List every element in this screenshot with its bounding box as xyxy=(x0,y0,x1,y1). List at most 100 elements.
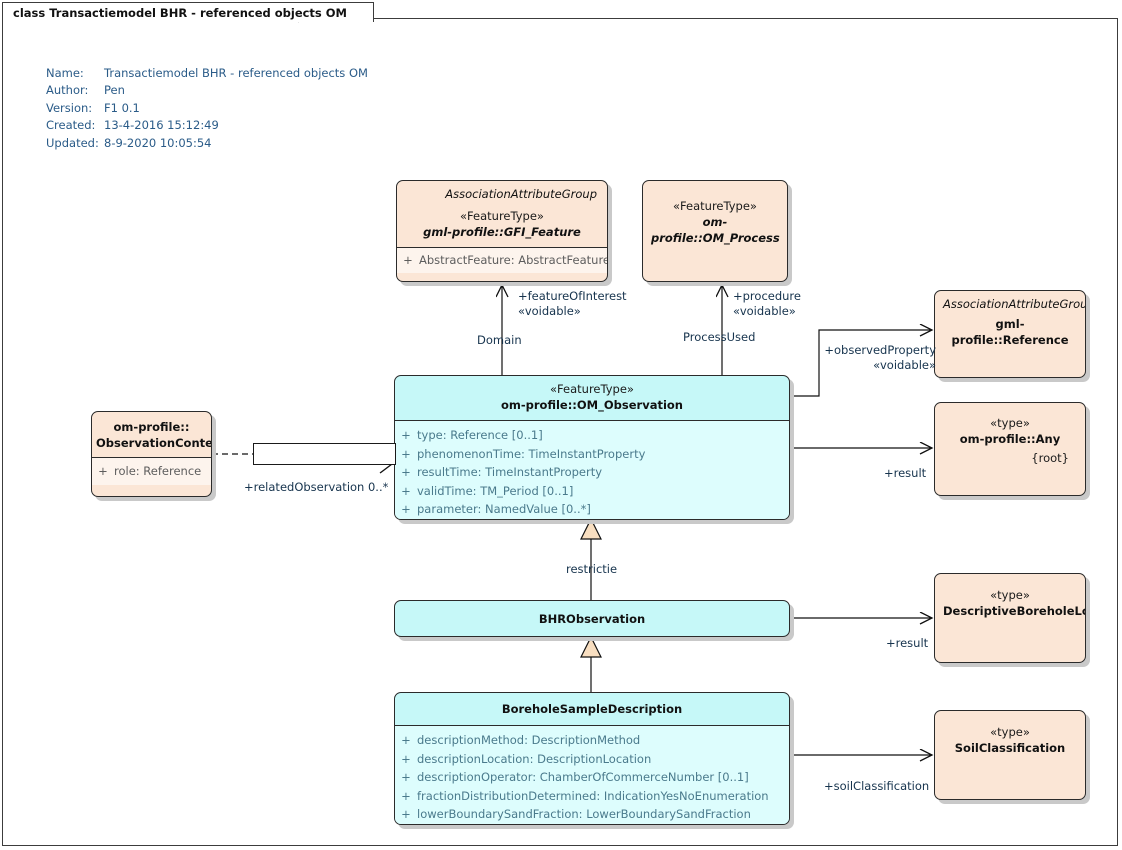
attribute-visibility: + xyxy=(401,751,411,766)
node-body: «FeatureType» om-profile::OM_Process xyxy=(642,180,788,282)
node-header: «type» om-profile::Any {root} xyxy=(935,403,1085,473)
metadata-row-name: Name: Transactiemodel BHR - referenced o… xyxy=(46,64,368,82)
edge-label-result-any: +result xyxy=(884,466,927,480)
metadata-key: Updated: xyxy=(46,135,99,150)
association-class-connector xyxy=(253,443,396,465)
node-header: AssociationAttributeGroup «FeatureType» … xyxy=(397,181,607,247)
metadata-value: 8-9-2020 10:05:54 xyxy=(104,135,212,150)
attribute-row: + AbstractFeature: AbstractFeature xyxy=(397,251,607,270)
edge-label-observed-property-role: +observedProperty xyxy=(824,343,936,357)
node-name: BoreholeSampleDescription xyxy=(501,702,683,716)
attribute-text: phenomenonTime: TimeInstantProperty xyxy=(417,446,646,461)
node-stereotype: «FeatureType» xyxy=(460,209,544,223)
node-header: «FeatureType» om-profile::OM_Observation xyxy=(395,376,789,420)
metadata-value: Pen xyxy=(104,83,125,98)
attribute-row: + lowerBoundarySandFraction: LowerBounda… xyxy=(395,805,789,824)
node-attributes: + descriptionMethod: DescriptionMethod +… xyxy=(395,725,789,824)
edge-restrictie-generalization xyxy=(580,517,602,600)
metadata-row-created: Created: 13-4-2016 15:12:49 xyxy=(46,117,368,135)
metadata-row-author: Author: Pen xyxy=(46,82,368,100)
node-name: om-profile::OM_Process xyxy=(651,215,780,245)
attribute-visibility: + xyxy=(401,502,411,516)
class-gml-profile-gfi-feature[interactable]: AssociationAttributeGroup «FeatureType» … xyxy=(396,180,612,286)
class-descriptive-borehole-log[interactable]: «type» DescriptiveBoreholeLog xyxy=(934,573,1090,667)
metadata-value: Transactiemodel BHR - referenced objects… xyxy=(104,65,368,80)
attribute-text: descriptionMethod: DescriptionMethod xyxy=(417,733,641,747)
node-name: om-profile::Any xyxy=(959,432,1061,446)
attribute-text: lowerBoundarySandFraction: LowerBoundary… xyxy=(417,807,751,821)
attribute-row: + descriptionLocation: DescriptionLocati… xyxy=(395,750,789,769)
metadata-key: Name: xyxy=(46,65,84,80)
metadata-key: Author: xyxy=(46,83,89,98)
node-header: «type» SoilClassification xyxy=(935,711,1085,763)
edge-label-feature-of-interest-role: +featureOfInterest xyxy=(518,289,627,303)
edge-observed-property xyxy=(790,330,932,397)
attribute-visibility: + xyxy=(401,770,411,784)
class-bhr-observation[interactable]: BHRObservation xyxy=(394,600,794,641)
attribute-row: + descriptionOperator: ChamberOfCommerce… xyxy=(395,768,789,787)
node-name: SoilClassification xyxy=(954,741,1066,755)
attribute-text: descriptionOperator: ChamberOfCommerceNu… xyxy=(417,770,749,784)
node-body: «type» SoilClassification xyxy=(934,710,1086,800)
diagram-tab[interactable]: class Transactiemodel BHR - referenced o… xyxy=(2,2,374,22)
attribute-row: + phenomenonTime: TimeInstantProperty xyxy=(395,445,789,464)
metadata-row-version: Version: F1 0.1 xyxy=(46,99,368,117)
node-header: BHRObservation xyxy=(395,601,789,634)
node-name: BHRObservation xyxy=(538,612,646,626)
attribute-text: role: Reference xyxy=(114,464,202,478)
node-body: BHRObservation xyxy=(394,600,790,637)
node-body: AssociationAttributeGroup gml-profile::R… xyxy=(934,290,1086,378)
attribute-text: validTime: TM_Period [0..1] xyxy=(417,483,574,498)
class-borehole-sample-description[interactable]: BoreholeSampleDescription + descriptionM… xyxy=(394,692,794,829)
node-header: «FeatureType» om-profile::OM_Process xyxy=(643,181,787,253)
node-name: gml-profile::Reference xyxy=(951,317,1069,347)
attribute-row: + parameter: NamedValue [0..*] xyxy=(395,500,789,519)
metadata-key: Created: xyxy=(46,118,96,133)
metadata-value: F1 0.1 xyxy=(104,100,140,115)
attribute-text: AbstractFeature: AbstractFeature xyxy=(419,253,608,267)
edge-label-related-observation: +relatedObservation 0..* xyxy=(244,480,389,494)
node-stereotype: «type» xyxy=(990,416,1030,430)
association-attribute-group-label: AssociationAttributeGroup xyxy=(943,297,1086,311)
node-name: om-profile::OM_Observation xyxy=(500,398,683,412)
edge-label-domain: Domain xyxy=(477,333,522,347)
node-name-line1: om-profile:: xyxy=(113,420,190,434)
node-header: AssociationAttributeGroup gml-profile::R… xyxy=(935,291,1085,355)
node-stereotype: «FeatureType» xyxy=(673,199,757,213)
node-header: BoreholeSampleDescription xyxy=(395,693,789,725)
attribute-row: + fractionDistributionDetermined: Indica… xyxy=(395,787,789,806)
class-om-profile-observation-context[interactable]: om-profile:: ObservationContext + role: … xyxy=(91,411,216,501)
node-name: DescriptiveBoreholeLog xyxy=(943,604,1086,618)
edge-label-process-used: ProcessUsed xyxy=(683,330,756,344)
class-om-profile-om-observation[interactable]: «FeatureType» om-profile::OM_Observation… xyxy=(394,375,794,524)
association-attribute-group-label: AssociationAttributeGroup xyxy=(445,187,597,201)
node-body: «type» om-profile::Any {root} xyxy=(934,402,1086,496)
node-stereotype: «FeatureType» xyxy=(550,382,634,396)
attribute-visibility: + xyxy=(401,733,411,747)
node-stereotype: «type» xyxy=(990,588,1030,602)
attribute-visibility: + xyxy=(401,428,411,442)
metadata-key: Version: xyxy=(46,100,93,115)
node-attributes: + role: Reference xyxy=(92,457,211,485)
node-body: om-profile:: ObservationContext + role: … xyxy=(91,411,212,497)
class-om-profile-any[interactable]: «type» om-profile::Any {root} xyxy=(934,402,1090,500)
attribute-text: resultTime: TimeInstantProperty xyxy=(417,465,603,479)
class-om-profile-om-process[interactable]: «FeatureType» om-profile::OM_Process xyxy=(642,180,792,286)
metadata-value: 13-4-2016 15:12:49 xyxy=(104,118,219,133)
attribute-row: + type: Reference [0..1] xyxy=(395,426,789,445)
node-attributes: + type: Reference [0..1] + phenomenonTim… xyxy=(395,420,789,519)
metadata-row-updated: Updated: 8-9-2020 10:05:54 xyxy=(46,134,368,152)
attribute-row: + role: Reference xyxy=(92,462,211,481)
attribute-visibility: + xyxy=(401,483,411,498)
attribute-visibility: + xyxy=(403,253,413,267)
attribute-text: descriptionLocation: DescriptionLocation xyxy=(417,751,652,766)
node-header: «type» DescriptiveBoreholeLog xyxy=(935,574,1085,626)
class-gml-profile-reference[interactable]: AssociationAttributeGroup gml-profile::R… xyxy=(934,290,1090,382)
node-attributes: + AbstractFeature: AbstractFeature xyxy=(397,247,607,273)
class-soil-classification[interactable]: «type» SoilClassification xyxy=(934,710,1090,804)
node-body: «type» DescriptiveBoreholeLog xyxy=(934,573,1086,663)
edge-label-observed-property-stereotype: «voidable» xyxy=(873,358,936,372)
attribute-text: fractionDistributionDetermined: Indicati… xyxy=(417,788,769,803)
node-body: BoreholeSampleDescription + descriptionM… xyxy=(394,692,790,825)
